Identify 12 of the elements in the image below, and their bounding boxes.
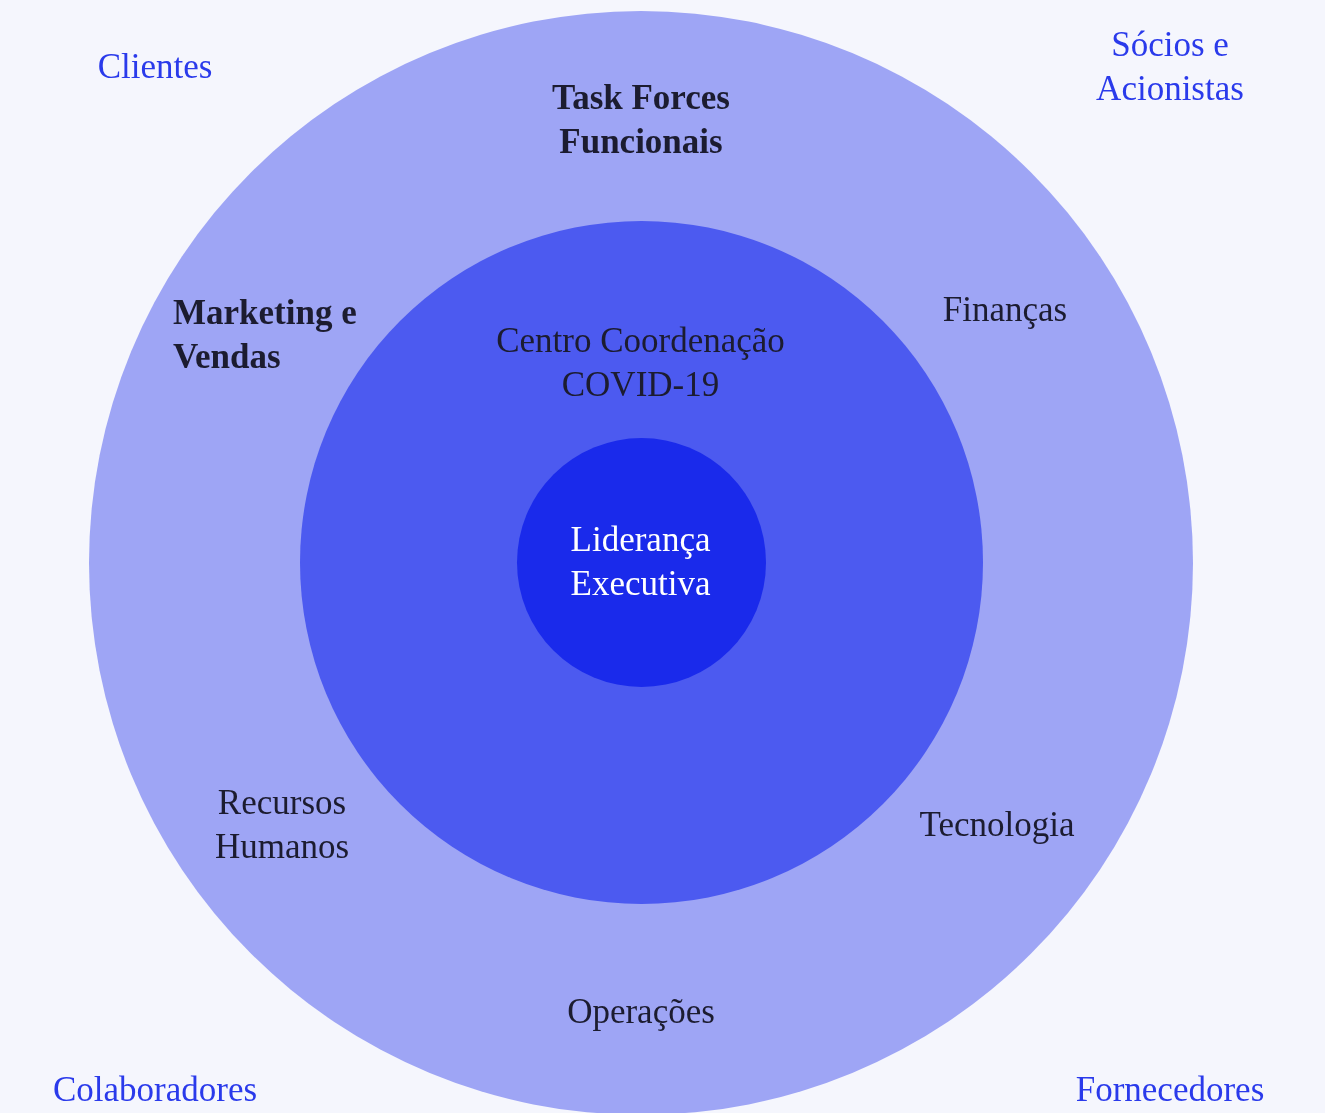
stakeholder-label: Colaboradores	[51, 1069, 259, 1111]
circle-title: Liderança Executiva	[569, 518, 712, 605]
ring-label: Marketing e Vendas	[173, 292, 358, 378]
ring-label: Tecnologia	[918, 804, 1076, 846]
stakeholder-label: Sócios e Acionistas	[1095, 24, 1245, 110]
stakeholder-label: Clientes	[96, 46, 214, 88]
ring-label: Operações	[566, 991, 716, 1033]
ring-label: Recursos Humanos	[213, 782, 351, 868]
circle-title: Centro Coordenação COVID-19	[495, 319, 786, 406]
circle-title: Task Forces Funcionais	[551, 77, 731, 163]
stakeholder-label: Fornecedores	[1074, 1069, 1266, 1111]
ring-label: Finanças	[941, 289, 1069, 331]
